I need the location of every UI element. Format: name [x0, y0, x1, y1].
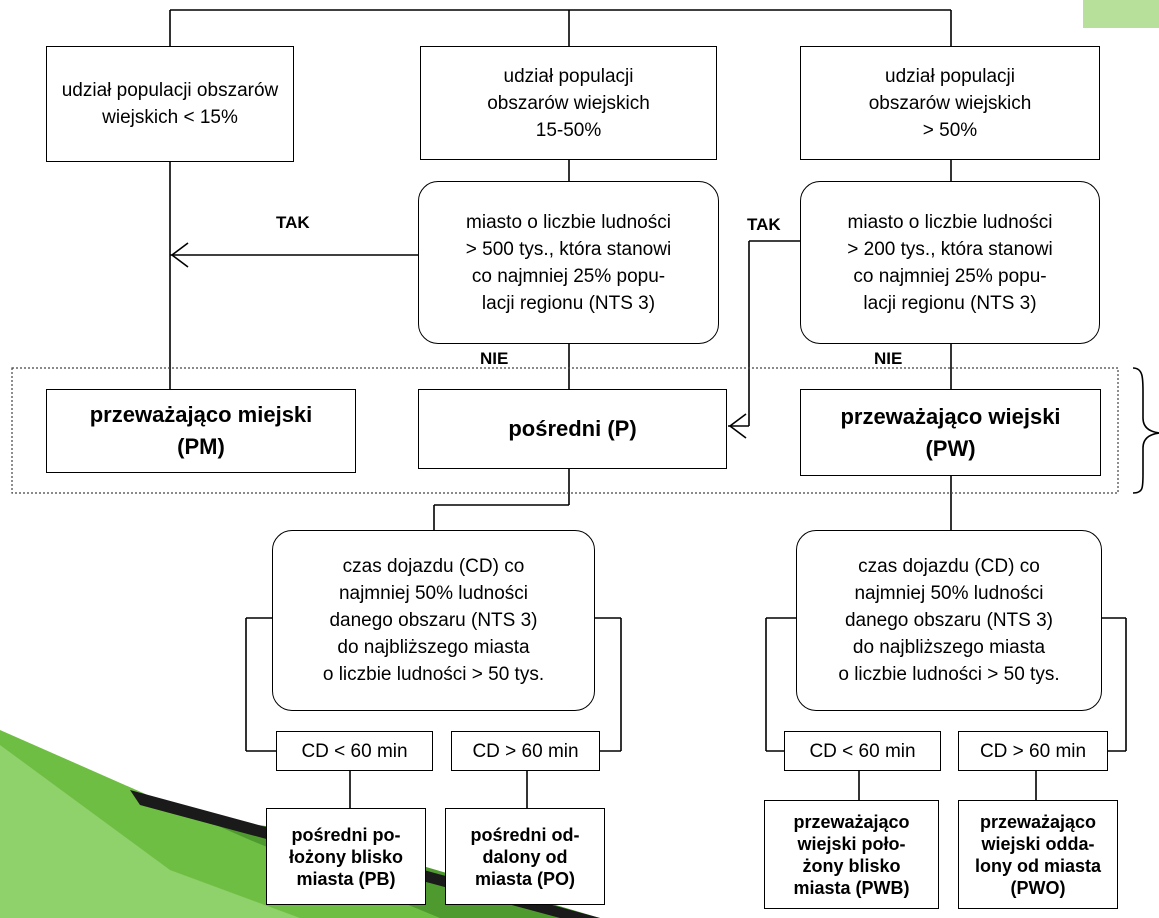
corner-accent: [1083, 0, 1159, 28]
travel-time-right-text: czas dojazdu (CD) co najmniej 50% ludnoś…: [838, 556, 1060, 685]
decision-city-200k: miasto o liczbie ludności > 200 tys., kt…: [800, 181, 1100, 344]
yes-label-right: TAK: [747, 215, 781, 234]
cd-lt60-right-text: CD < 60 min: [809, 740, 916, 762]
category-group-outline: [11, 367, 1119, 494]
decision-city-500k: miasto o liczbie ludności > 500 tys., kt…: [418, 181, 719, 344]
cd-gt60-right-text: CD > 60 min: [979, 740, 1087, 762]
cd-gt60-right: CD > 60 min: [958, 731, 1108, 771]
travel-time-left: czas dojazdu (CD) co najmniej 50% ludnoś…: [272, 530, 595, 711]
no-label-left: NIE: [480, 349, 509, 368]
category-predominantly-urban: przeważająco miejski (PM): [46, 389, 356, 473]
travel-time-right: czas dojazdu (CD) co najmniej 50% ludnoś…: [796, 530, 1102, 711]
leaf-pwb-text: przeważająco wiejski poło- żony blisko m…: [793, 811, 910, 898]
node-rural-share-high-text: udział populacji obszarów wiejskich > 50…: [868, 65, 1032, 141]
cd-gt60-left-text: CD > 60 min: [472, 740, 579, 762]
node-rural-share-mid-text: udział populacji obszarów wiejskich 15-5…: [487, 65, 650, 141]
node-rural-share-high: udział populacji obszarów wiejskich > 50…: [800, 46, 1100, 160]
cd-gt60-left: CD > 60 min: [451, 731, 600, 771]
curly-brace: [1132, 367, 1159, 494]
yes-label-left: TAK: [276, 213, 310, 232]
category-intermediate: pośredni (P): [418, 389, 727, 469]
category-predominantly-rural: przeważająco wiejski (PW): [800, 389, 1101, 476]
node-rural-share-low-text: udział populacji obszarów wiejskich < 15…: [61, 80, 279, 128]
leaf-po-text: pośredni od- dalony od miasta (PO): [470, 824, 580, 889]
leaf-intermediate-remote: pośredni od- dalony od miasta (PO): [445, 808, 605, 905]
node-rural-share-low: udział populacji obszarów wiejskich < 15…: [46, 46, 294, 162]
cd-lt60-right: CD < 60 min: [784, 731, 941, 771]
decision-city-200k-text: miasto o liczbie ludności > 200 tys., kt…: [847, 211, 1053, 314]
leaf-pwo-text: przeważająco wiejski odda- lony od miast…: [974, 811, 1102, 898]
no-label-right: NIE: [874, 349, 903, 368]
decision-city-500k-text: miasto o liczbie ludności > 500 tys., kt…: [465, 211, 672, 314]
node-rural-share-mid: udział populacji obszarów wiejskich 15-5…: [420, 46, 717, 160]
leaf-pb-text: pośredni po- łożony blisko miasta (PB): [288, 824, 403, 889]
leaf-rural-remote: przeważająco wiejski odda- lony od miast…: [958, 800, 1118, 909]
category-pm-text: przeważająco miejski (PM): [89, 402, 313, 459]
cd-lt60-left-text: CD < 60 min: [301, 740, 408, 762]
leaf-intermediate-close: pośredni po- łożony blisko miasta (PB): [266, 808, 426, 905]
category-p-text: pośredni (P): [508, 416, 637, 441]
travel-time-left-text: czas dojazdu (CD) co najmniej 50% ludnoś…: [322, 556, 545, 685]
category-pw-text: przeważająco wiejski (PW): [840, 403, 1061, 461]
cd-lt60-left: CD < 60 min: [276, 731, 433, 771]
leaf-rural-close: przeważająco wiejski poło- żony blisko m…: [764, 800, 939, 909]
